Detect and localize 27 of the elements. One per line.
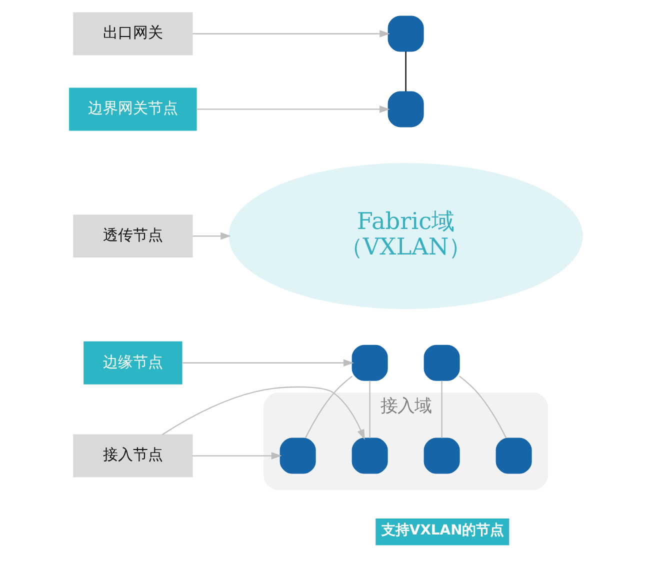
node-box [280, 438, 316, 474]
legend-label: 支持VXLAN的节点 [381, 522, 504, 538]
node-box [388, 91, 424, 128]
node-box [424, 438, 460, 474]
node-box: 透传节点 [73, 214, 193, 258]
node-box [352, 438, 388, 474]
node-box: 边缘节点 [84, 341, 182, 384]
node-box [352, 344, 388, 381]
node-box [496, 438, 532, 474]
node-box: 边界网关节点 [69, 88, 197, 131]
node-ellipse: Fabric域 （VXLAN） [228, 162, 583, 310]
arrow [192, 452, 282, 460]
node-box [388, 16, 424, 52]
arrow [192, 30, 390, 38]
connector [369, 380, 370, 438]
node-box [424, 344, 460, 381]
connector [305, 376, 353, 438]
arrow [196, 106, 390, 113]
arrow [182, 359, 354, 367]
node-box: 出口网关 [73, 12, 193, 56]
cluster: 接入域 [264, 392, 548, 490]
arrow [192, 232, 232, 240]
node-box: 接入节点 [73, 434, 193, 478]
connector [405, 52, 406, 92]
arrow [162, 386, 365, 440]
connector [459, 376, 507, 438]
connector [441, 380, 442, 438]
